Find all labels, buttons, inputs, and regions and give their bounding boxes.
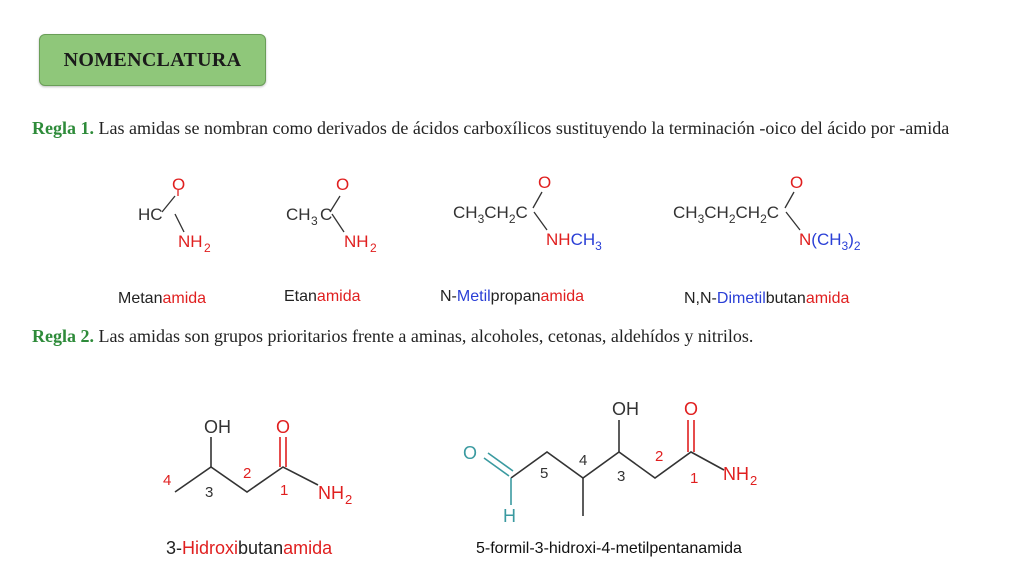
hidroxi-n2: 2 xyxy=(243,465,251,482)
metanamida-o: O xyxy=(172,175,185,194)
n-metilpropanamida-o: O xyxy=(538,173,551,192)
hidroxi-sub: 2 xyxy=(345,492,352,507)
etanamida-structure: CH 3 C O NH 2 xyxy=(286,175,377,255)
formil-oald: O xyxy=(463,443,477,463)
formil-name: 5-formil-3-hidroxi-4-metilpentanamida xyxy=(476,540,742,557)
nn-dimetilbutanamida-name: N,N-Dimetilbutanamida xyxy=(684,290,850,307)
rule-2-lead: Regla 2. xyxy=(32,326,94,346)
svg-text:NHCH3: NHCH3 xyxy=(546,230,602,253)
section-title: NOMENCLATURA xyxy=(39,34,266,86)
formil-n3: 3 xyxy=(617,468,625,485)
svg-text:CH3CH2CH2C: CH3CH2CH2C xyxy=(673,203,779,226)
etanamida-sub3: 3 xyxy=(311,214,318,228)
etanamida-ch: CH xyxy=(286,205,311,224)
formil-n5: 5 xyxy=(540,465,548,482)
formil-h: H xyxy=(503,506,516,526)
svg-text:CH3CH2C: CH3CH2C xyxy=(453,203,528,226)
nn-dimetilbutanamida-structure: CH3CH2CH2C O N(CH3)2 xyxy=(673,173,861,253)
n-metilpropanamida-name: N-Metilpropanamida xyxy=(440,288,585,305)
formil-o: O xyxy=(684,399,698,419)
hidroxi-n4: 4 xyxy=(163,472,171,489)
formil-n2: 2 xyxy=(655,448,663,465)
etanamida-sub2: 2 xyxy=(370,241,377,255)
rule-1-lead: Regla 1. xyxy=(32,118,94,138)
formil-structure: OH O O H NH 2 5 4 3 2 1 xyxy=(463,399,757,526)
hidroxi-oh: OH xyxy=(204,417,231,437)
etanamida-o: O xyxy=(336,175,349,194)
hidroxi-o: O xyxy=(276,417,290,437)
formil-nh: NH xyxy=(723,464,749,484)
hidroxibutanamida-structure: OH O NH 2 4 3 2 1 xyxy=(163,417,352,507)
formil-oh: OH xyxy=(612,399,639,419)
nn-dimetilbutanamida-o: O xyxy=(790,173,803,192)
n-metilpropanamida-structure: CH3CH2C O NHCH3 xyxy=(453,173,602,253)
formil-n1: 1 xyxy=(690,470,698,487)
metanamida-nh: NH xyxy=(178,232,203,251)
metanamida-structure: HC O NH 2 xyxy=(138,175,211,255)
metanamida-sub: 2 xyxy=(204,241,211,255)
metanamida-hc: HC xyxy=(138,205,163,224)
rule-1-text: Regla 1. Las amidas se nombran como deri… xyxy=(32,116,982,140)
rule-2-body: Las amidas son grupos prioritarios frent… xyxy=(94,326,754,346)
hidroxi-n1: 1 xyxy=(280,482,288,499)
hidroxi-n3: 3 xyxy=(205,484,213,501)
rule-2-text: Regla 2. Las amidas son grupos prioritar… xyxy=(32,324,982,348)
hidroxi-nh: NH xyxy=(318,483,344,503)
etanamida-c: C xyxy=(320,205,332,224)
svg-text:N(CH3)2: N(CH3)2 xyxy=(799,230,861,253)
formil-sub: 2 xyxy=(750,473,757,488)
etanamida-name: Etanamida xyxy=(284,288,361,305)
formil-n4: 4 xyxy=(579,452,587,469)
metanamida-name: Metanamida xyxy=(118,290,207,307)
etanamida-nh: NH xyxy=(344,232,369,251)
hidroxibutanamida-name: 3-Hidroxibutanamida xyxy=(166,538,333,558)
rule-1-body: Las amidas se nombran como derivados de … xyxy=(94,118,950,138)
